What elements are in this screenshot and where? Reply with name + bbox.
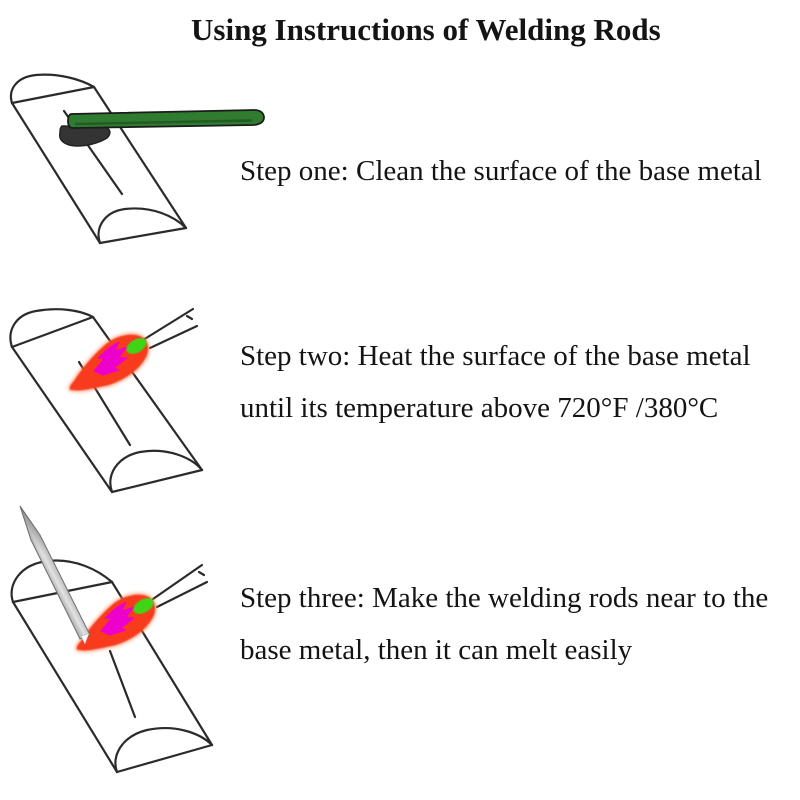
torch-tip [141,307,199,350]
step-two-line-2: until its temperature above 720°F /380°C [240,392,719,424]
torch-flame [70,335,150,391]
step-one-text: Step one: Clean the surface of the base … [240,145,762,197]
brush-bristles [59,125,111,147]
step-three-text: Step three: Make the welding rods near t… [240,572,768,676]
torch-tip [151,563,209,609]
welding-rod [19,505,91,645]
page-title: Using Instructions of Welding Rods [191,12,661,47]
brush-handle-shadow [74,119,253,126]
step-one-line-1: Step one: Clean the surface of the base … [240,155,762,187]
brush-handle [67,109,265,129]
torch-flame [77,595,157,651]
step-two-text: Step two: Heat the surface of the base m… [240,330,751,434]
step-two-line-1: Step two: Heat the surface of the base m… [240,340,751,372]
base-metal-cylinder [10,559,214,774]
step-three-line-1: Step three: Make the welding rods near t… [240,582,769,614]
step-two-illustration [9,307,204,494]
base-metal-cylinder [9,308,204,494]
base-metal-cylinder [9,73,188,245]
step-three-illustration [10,505,214,774]
step-three-line-2: base metal, then it can melt easily [240,634,633,666]
step-one-illustration [9,73,265,245]
